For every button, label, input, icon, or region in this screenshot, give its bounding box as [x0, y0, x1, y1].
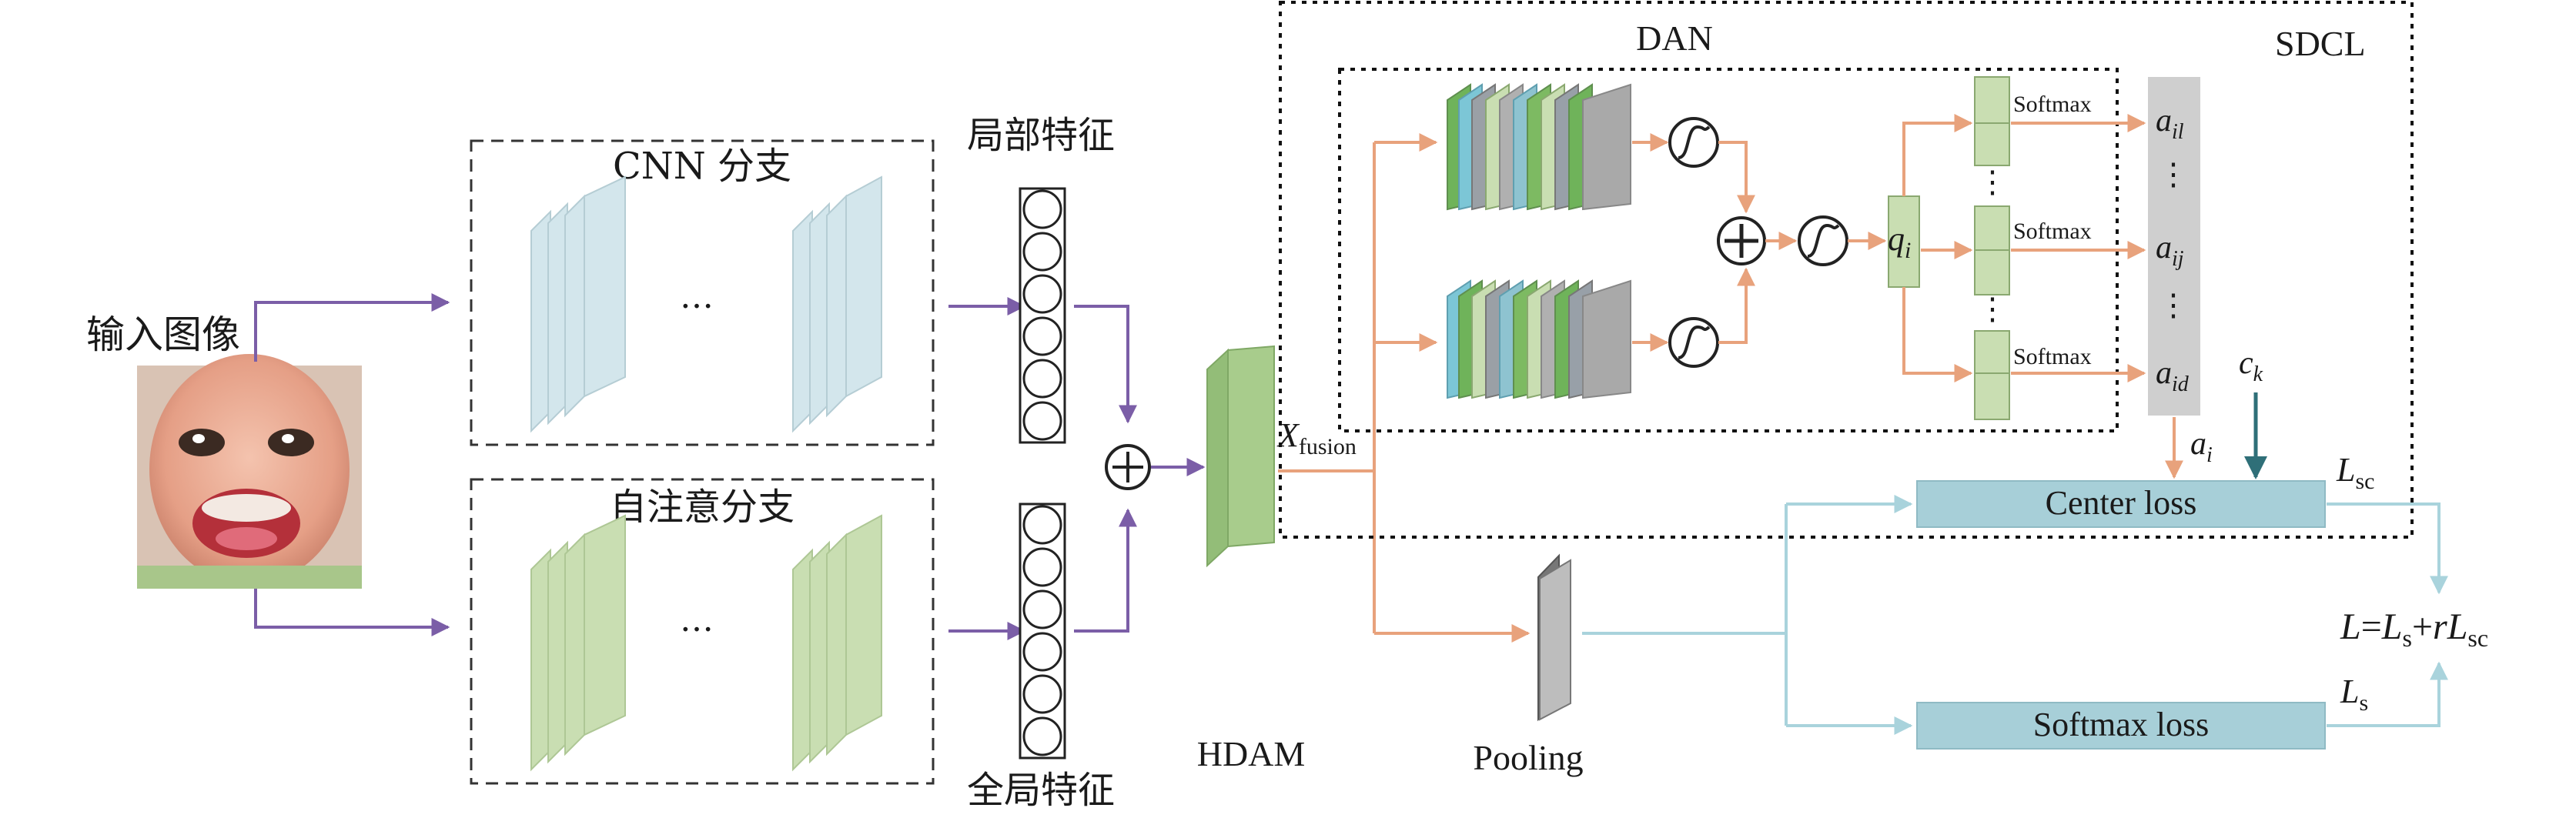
local-to-fusion-arrow — [1074, 305, 1137, 424]
global-feature-vector — [1019, 502, 1066, 760]
cnn-ellipsis: … — [680, 277, 714, 316]
a-i-label: ai — [2190, 426, 2213, 467]
dan-box — [1338, 68, 2119, 432]
sigmoid-icon — [1798, 215, 1848, 266]
sdcl-label: SDCL — [2275, 24, 2366, 63]
cnn-layer-stack-right — [792, 175, 882, 433]
center-loss-label: Center loss — [2046, 484, 2197, 522]
q-branch-bottom-arrow — [1902, 287, 1973, 382]
softmax-label-top: Softmax — [2013, 92, 2092, 117]
softmax-label-mid: Softmax — [2013, 219, 2092, 244]
image-to-cnn-arrow — [254, 293, 450, 362]
pooling-block — [1537, 553, 1571, 722]
vertical-dots-3: ⋮ — [2158, 157, 2189, 192]
a-il-label: ail — [2156, 103, 2184, 144]
image-to-attention-arrow — [254, 589, 450, 636]
input-image-label: 输入图像 — [86, 312, 240, 357]
softmax-loss-box — [1916, 702, 2326, 750]
cnn-branch-label: CNN 分支 — [613, 145, 791, 188]
global-feature-label: 全局特征 — [967, 769, 1115, 812]
l-s-label: Ls — [2340, 673, 2368, 716]
softmax-loss-label: Softmax loss — [2033, 706, 2210, 743]
vertical-dots-1: ⋮ — [1977, 165, 2008, 200]
baby-face-image — [137, 354, 362, 589]
attention-layer-stack-left — [530, 514, 626, 772]
vertical-dots-2: ⋮ — [1977, 292, 2008, 327]
attention-ellipsis: … — [680, 600, 714, 639]
attention-weight-column — [2148, 77, 2200, 416]
bottom-sigmoid-to-plus-arrow — [1718, 267, 1755, 344]
dan-bottom-feature-stack — [1447, 279, 1631, 399]
total-loss-formula: L=Ls+rLsc — [2340, 606, 2488, 652]
softmax-column-bottom — [1974, 330, 2010, 420]
local-feature-label: 局部特征 — [967, 114, 1115, 157]
sdcl-box — [1279, 1, 2414, 539]
sigmoid-icon — [1668, 317, 1719, 368]
softmax-label-bottom: Softmax — [2013, 344, 2092, 369]
softmax-loss-to-total-arrow — [2327, 661, 2448, 727]
dan-top-feature-stack — [1447, 83, 1631, 211]
pooling-label: Pooling — [1473, 738, 1583, 777]
top-sigmoid-to-plus-arrow — [1718, 141, 1755, 214]
vertical-dots-4: ⋮ — [2158, 288, 2189, 323]
attention-layer-stack-right — [792, 514, 882, 772]
cnn-layer-stack-left — [530, 175, 626, 433]
dan-label: DAN — [1636, 18, 1713, 58]
center-loss-to-total-arrow — [2327, 502, 2448, 595]
q-branch-top-arrow — [1902, 114, 1973, 196]
sigmoid-icon — [1668, 117, 1719, 168]
l-sc-label: Lsc — [2336, 451, 2374, 494]
center-loss-box — [1916, 480, 2326, 528]
cnn-branch-box — [470, 139, 935, 446]
hdam-label: HDAM — [1197, 734, 1306, 773]
a-id-label: aid — [2156, 356, 2190, 396]
dan-circled-plus-icon — [1717, 216, 1766, 265]
global-to-fusion-arrow — [1074, 508, 1137, 633]
softmax-column-top — [1974, 76, 2010, 166]
attention-branch-box — [470, 478, 935, 785]
hdam-block — [1206, 345, 1275, 568]
fusion-circled-plus-icon — [1105, 444, 1151, 490]
q-label: qi — [1888, 220, 1911, 263]
q-vector — [1888, 195, 1920, 288]
x-fusion-label: Xfusion — [1276, 416, 1357, 459]
a-ij-label: aij — [2156, 230, 2184, 271]
c-k-label: ck — [2239, 346, 2263, 386]
attention-branch-label: 自注意分支 — [610, 486, 795, 529]
local-feature-vector — [1019, 187, 1066, 444]
